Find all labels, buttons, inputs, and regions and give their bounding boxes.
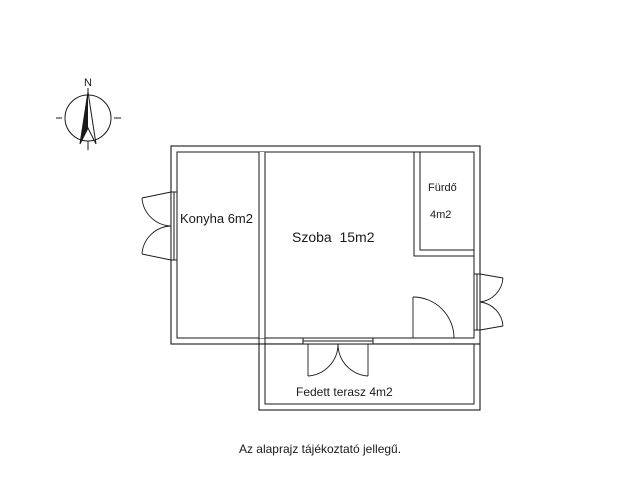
- room-interior-door: [412, 296, 455, 339]
- compass-icon: N: [56, 77, 121, 150]
- covered-terrace: [258, 338, 481, 411]
- bathroom-area-label: 4m2: [430, 209, 451, 221]
- kitchen-label: Konyha 6m2: [180, 211, 253, 226]
- terrace-door: [302, 337, 374, 377]
- bathroom-name-label: Fürdő: [428, 182, 457, 194]
- room-label: Szoba 15m2: [292, 229, 375, 245]
- disclaimer-caption: Az alaprajz tájékoztató jellegű.: [239, 442, 401, 456]
- bathroom-walls: [413, 151, 475, 257]
- kitchen-window: [141, 191, 178, 261]
- terrace-label: Fedett terasz 4m2: [296, 385, 393, 399]
- room-right-window: [473, 273, 504, 331]
- kitchen-partition-wall: [258, 152, 266, 338]
- compass-north-label: N: [84, 77, 92, 89]
